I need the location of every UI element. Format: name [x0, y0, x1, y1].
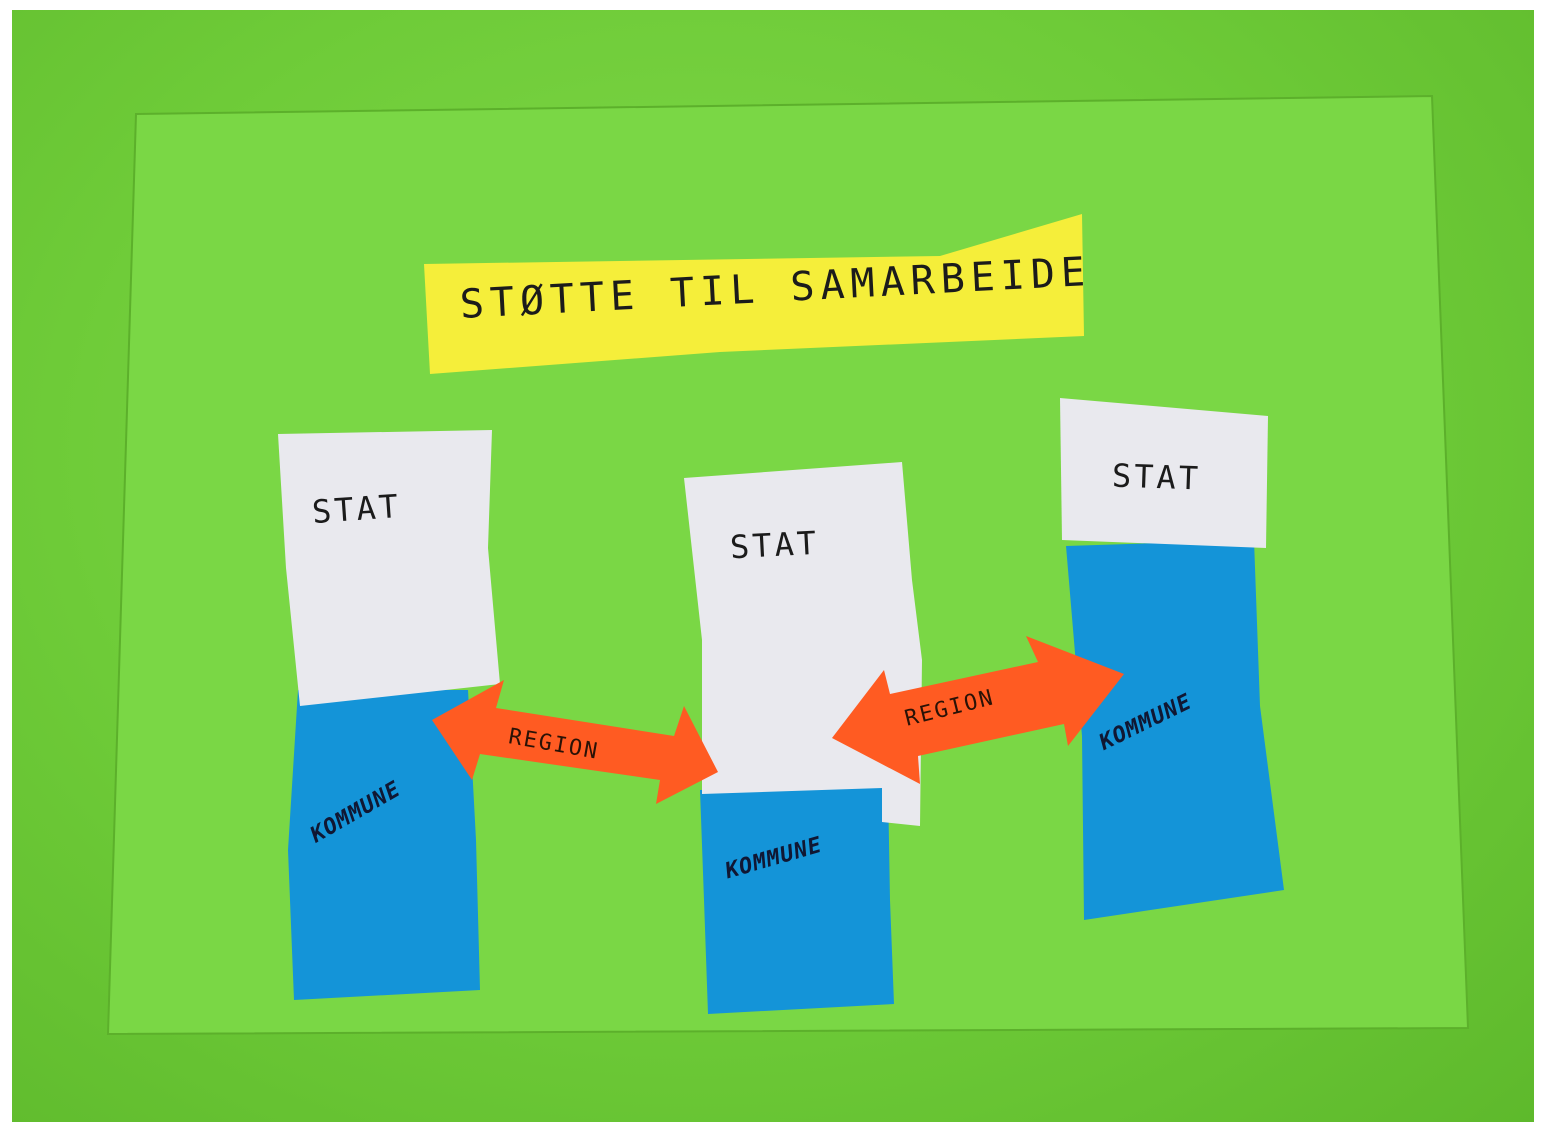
- stat-label-2: STAT: [729, 523, 820, 567]
- photo-background: STØTTE TIL SAMARBEIDE STAT KOMMUNE STAT …: [12, 10, 1534, 1122]
- region-arrow-1: [432, 680, 718, 804]
- stat-label-1: STAT: [310, 486, 403, 532]
- kommune-paper-2: [700, 784, 894, 1014]
- kommune-paper-1: [288, 690, 480, 1000]
- stat-paper-1: [278, 430, 500, 706]
- region-arrow-2: [832, 636, 1124, 784]
- kommune-paper-3: [1066, 540, 1284, 920]
- title-note: [424, 214, 1084, 374]
- stat-label-3: STAT: [1111, 456, 1202, 498]
- stat-paper-3: [1060, 398, 1268, 548]
